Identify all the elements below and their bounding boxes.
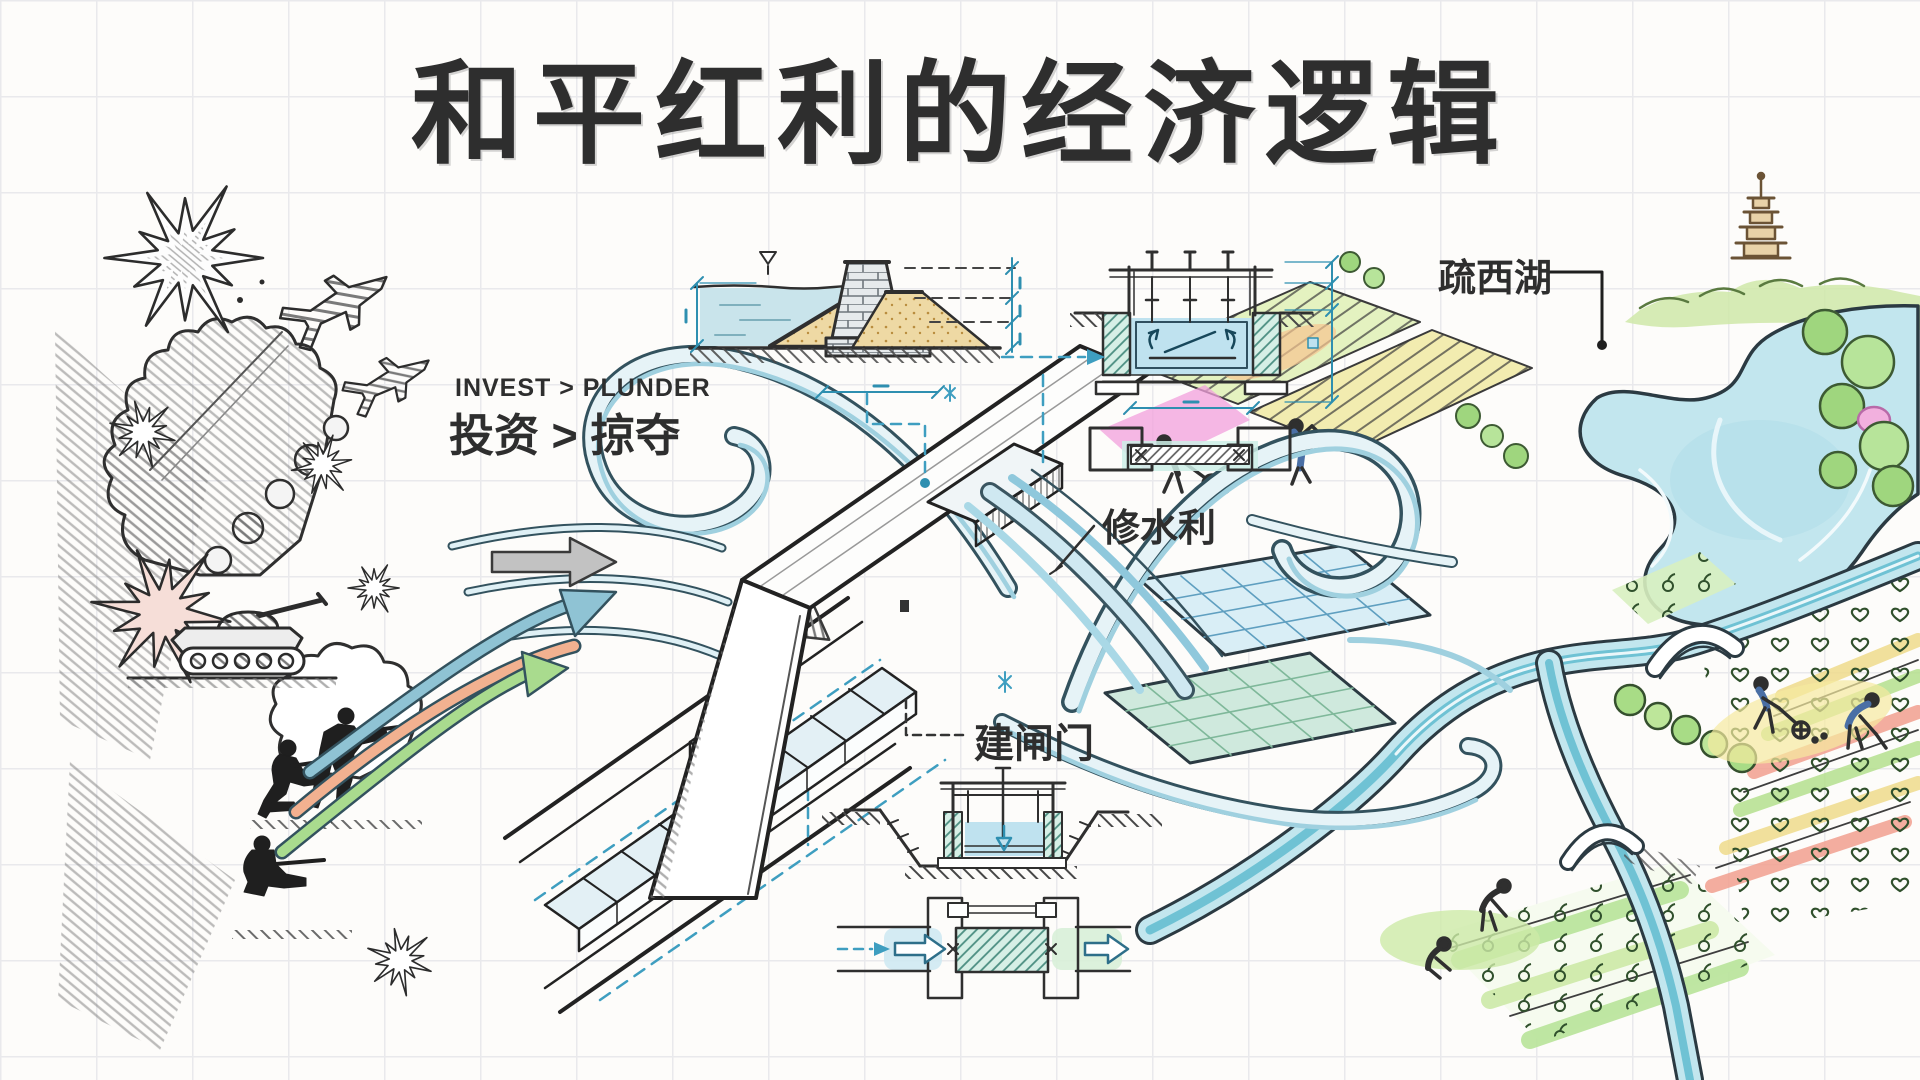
shading-patch — [58, 760, 235, 1050]
tank-icon — [126, 592, 338, 688]
annotation-dredge-west-lake: 疏西湖 — [1438, 258, 1553, 300]
shore-bushes — [1801, 308, 1915, 508]
tree-icon — [1339, 251, 1529, 469]
channel-section-drawing — [822, 766, 1162, 879]
explosion-core — [144, 222, 224, 296]
annotation-build-sluice-gate: 建闸门 — [974, 722, 1094, 766]
sprout-strip — [1612, 552, 1736, 624]
gate-leader — [904, 698, 966, 737]
gate-plan-drawing — [1088, 426, 1292, 472]
gate-elevation-drawing — [1000, 250, 1339, 415]
leader-lines — [904, 270, 1607, 737]
invest-arrows — [274, 536, 618, 860]
explosion-icon — [356, 919, 443, 1002]
explosion-icon — [347, 564, 400, 613]
irrigation-leader — [1054, 524, 1096, 572]
bridge-icon — [1559, 623, 1745, 872]
slogan-english: INVEST > PLUNDER — [455, 374, 711, 402]
soldier-icon — [243, 707, 408, 897]
gray-arrow-icon — [490, 536, 618, 588]
lake-leader — [1546, 270, 1604, 342]
farm-scene — [1100, 171, 1920, 1080]
green-arrowhead — [520, 650, 570, 698]
page-title: 和平红利的经济逻辑 — [411, 52, 1509, 177]
sluice-plan-drawing — [836, 896, 1132, 1000]
green-wash — [1380, 910, 1540, 970]
annotation-build-irrigation: 修水利 — [1102, 508, 1217, 550]
blue-arrowhead — [558, 588, 618, 638]
jet-icon — [337, 339, 441, 424]
war-scene — [55, 185, 443, 1050]
dam-cross-section-drawing — [684, 251, 1022, 488]
wave-swirls — [447, 345, 1513, 831]
pagoda-icon — [1730, 171, 1792, 260]
construction-links — [998, 373, 1045, 693]
water-level-icon — [759, 251, 777, 265]
slogan-chinese: 投资 > 掠夺 — [449, 410, 681, 461]
